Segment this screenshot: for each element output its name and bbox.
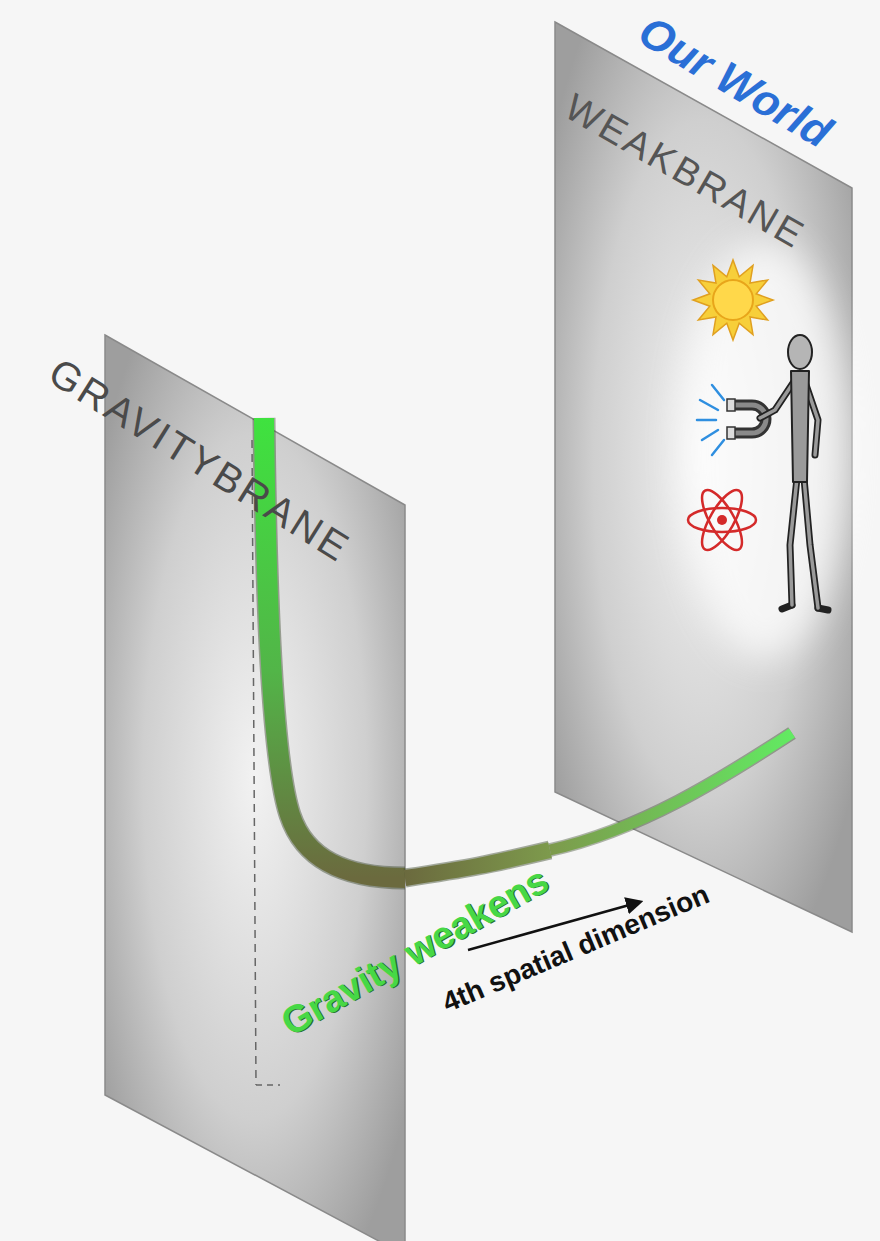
glow — [680, 240, 850, 660]
gravity-band-outline — [264, 418, 405, 878]
sun-icon — [693, 260, 773, 340]
spark-lines — [697, 385, 724, 455]
brane-panel: GRAVITYBRANE — [15, 330, 405, 1241]
gravity-band-outline — [550, 733, 792, 850]
gravity-band — [264, 418, 405, 878]
stick-figure — [760, 335, 828, 610]
dashed-guide — [256, 1084, 280, 1086]
gravity-band — [550, 733, 792, 850]
atom-icon — [688, 485, 756, 556]
